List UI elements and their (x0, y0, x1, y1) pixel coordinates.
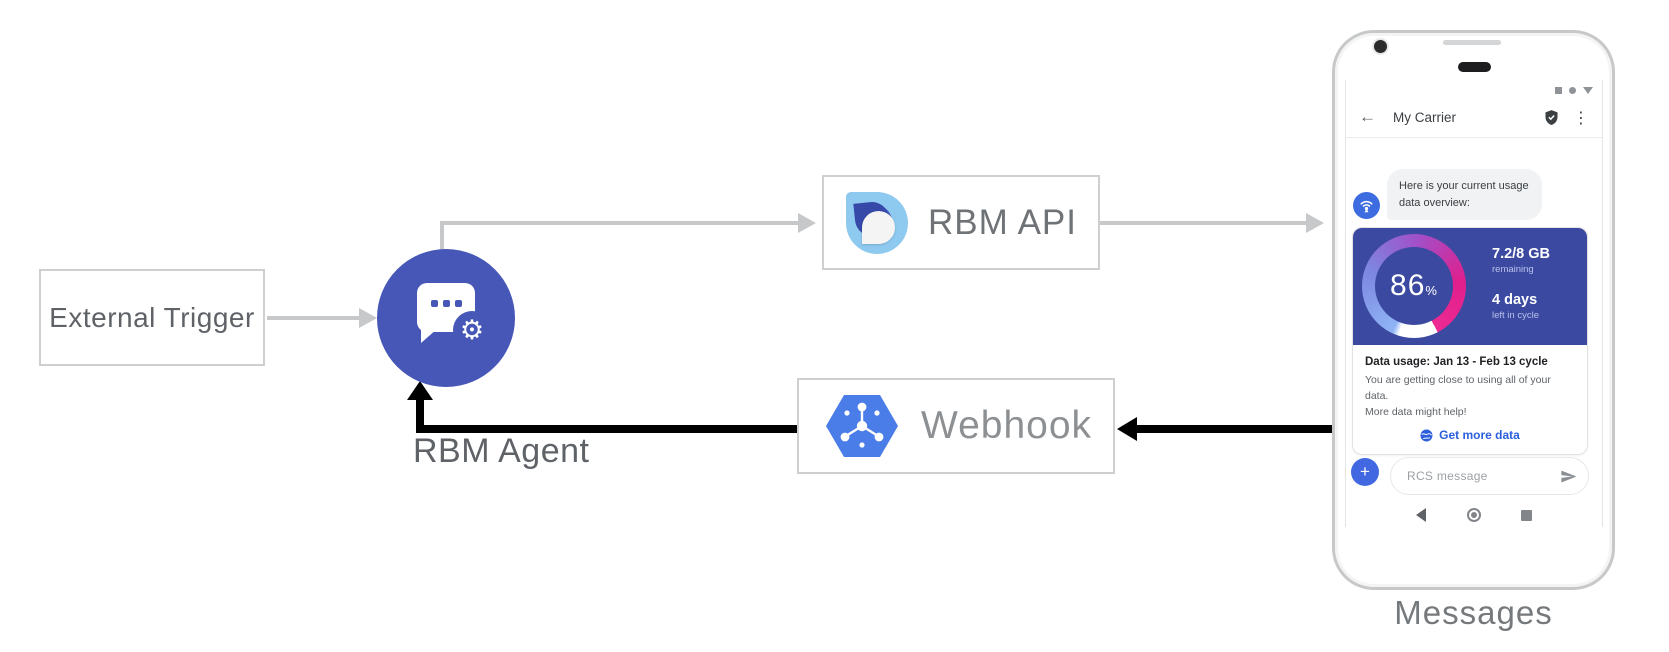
webhook-label: Webhook (921, 404, 1093, 447)
nav-overview-button[interactable] (1520, 509, 1532, 521)
rbm-agent-node: ⚙ (377, 249, 515, 387)
rbm-api-label: RBM API (928, 202, 1077, 242)
phone-screen: ← My Carrier ⋮ Here is your current usag… (1345, 80, 1603, 527)
cycle-label: left in cycle (1492, 310, 1539, 321)
usage-stats: 7.2/8 GB remaining 4 days left in cycle (1492, 246, 1584, 321)
arrow-trigger-to-agent-line (267, 316, 361, 320)
rbm-api-logo-icon (846, 191, 908, 254)
external-trigger-node: External Trigger (39, 269, 265, 366)
gear-icon: ⚙ (453, 311, 491, 349)
usage-gauge: 86% (1362, 234, 1466, 338)
external-trigger-label: External Trigger (49, 301, 255, 333)
usage-banner: 86% 7.2/8 GB remaining 4 days left in cy… (1353, 228, 1587, 345)
arrow-agent-to-api-line (440, 221, 800, 225)
arrow-phone-to-webhook-head (1117, 417, 1137, 441)
android-nav-bar (1346, 504, 1602, 526)
phone-speaker-slot (1443, 40, 1501, 45)
usage-card-info: Data usage: Jan 13 - Feb 13 cycle You ar… (1353, 345, 1587, 454)
arrow-agent-to-api-head (798, 213, 816, 233)
status-dot-icon (1569, 86, 1576, 94)
globe-icon (1420, 429, 1433, 442)
phone-earpiece (1458, 62, 1491, 72)
get-more-data-button[interactable]: Get more data (1365, 428, 1575, 444)
pubsub-hexagon-icon (826, 395, 898, 457)
webhook-node: Webhook (797, 378, 1115, 474)
arrow-api-to-phone-line (1100, 221, 1308, 225)
usage-card-title: Data usage: Jan 13 - Feb 13 cycle (1365, 356, 1548, 368)
conversation-header: ← My Carrier ⋮ (1346, 97, 1602, 138)
arrow-api-to-phone-head (1306, 213, 1324, 233)
back-arrow-icon[interactable]: ← (1359, 107, 1376, 126)
message-input[interactable]: RCS message (1390, 457, 1589, 495)
cycle-value: 4 days (1492, 292, 1538, 308)
arrow-agent-to-api-vertical (440, 223, 444, 251)
overflow-menu-icon[interactable]: ⋮ (1573, 107, 1589, 127)
antenna-icon (1360, 200, 1373, 213)
status-square-icon (1555, 86, 1562, 94)
status-triangle-icon (1583, 86, 1593, 94)
verified-shield-icon (1545, 109, 1558, 125)
nav-home-button[interactable] (1466, 508, 1481, 522)
status-bar (1555, 84, 1593, 96)
rbm-api-node: RBM API (822, 175, 1100, 270)
arrow-webhook-to-agent-head (407, 381, 433, 400)
arrow-webhook-to-agent-line (416, 425, 797, 433)
bot-message-bubble: Here is your current usage data overview… (1387, 169, 1542, 220)
arrow-phone-to-webhook-line (1135, 425, 1333, 433)
arrow-webhook-to-agent-vertical (416, 398, 424, 431)
messages-app-label: Messages (1394, 594, 1553, 631)
attach-plus-button[interactable]: + (1351, 458, 1379, 486)
chat-bubble-tail (421, 329, 437, 343)
usage-percent: 86% (1390, 269, 1438, 302)
send-icon[interactable] (1559, 467, 1578, 486)
usage-card-body: You are getting close to using all of yo… (1365, 374, 1551, 418)
get-more-data-label: Get more data (1439, 428, 1520, 443)
arrow-trigger-to-agent-head (359, 308, 377, 328)
nav-back-button[interactable] (1416, 508, 1427, 522)
remaining-label: remaining (1492, 264, 1534, 275)
phone-camera-icon (1374, 40, 1387, 53)
rbm-agent-label: RBM Agent (413, 432, 590, 470)
message-input-placeholder: RCS message (1407, 469, 1488, 483)
agent-avatar (1353, 192, 1380, 219)
usage-rich-card: 86% 7.2/8 GB remaining 4 days left in cy… (1352, 227, 1588, 456)
remaining-value: 7.2/8 GB (1492, 246, 1551, 262)
conversation-title: My Carrier (1393, 109, 1456, 125)
